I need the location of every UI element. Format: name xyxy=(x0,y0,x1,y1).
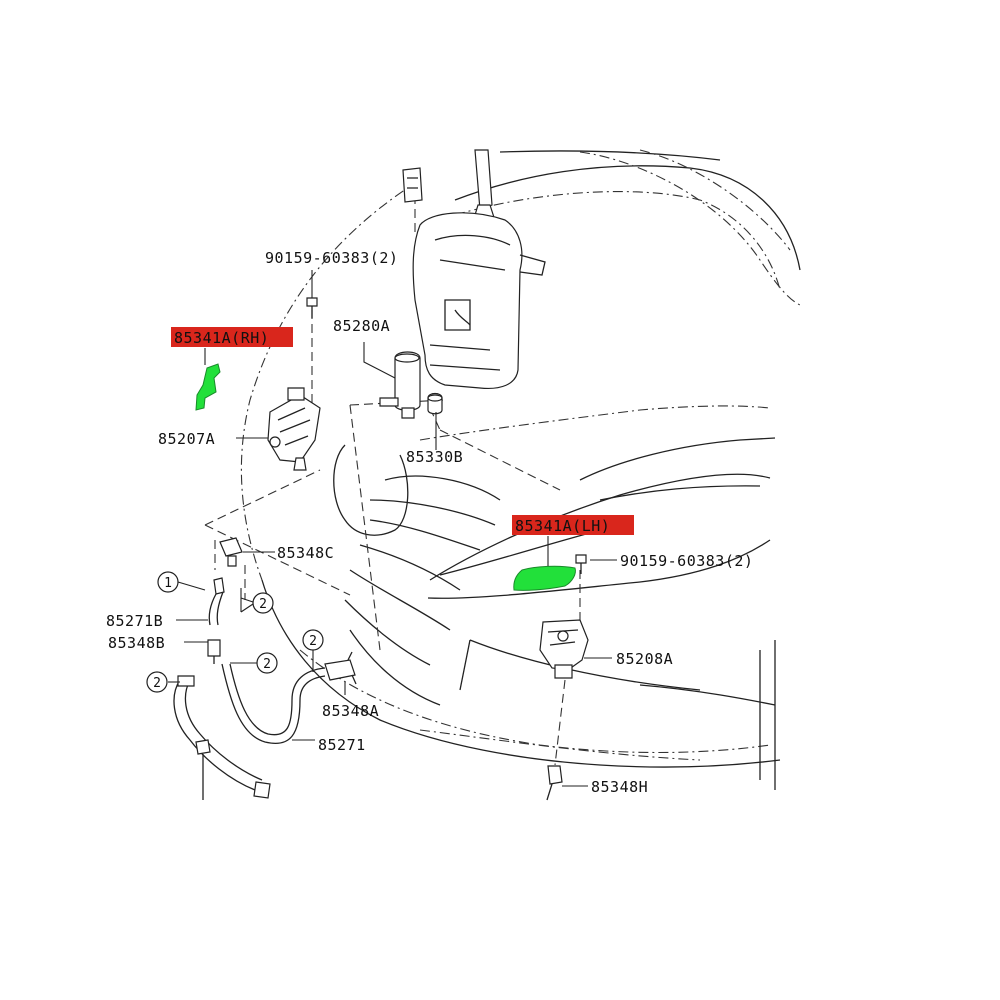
callout-2-lower-hose: 2 xyxy=(146,671,168,693)
label-joint-a: 85348A xyxy=(322,702,379,720)
leader-lines xyxy=(168,270,617,787)
svg-text:1: 1 xyxy=(164,576,172,591)
label-bolt-lh: 90159-60383(2) xyxy=(620,552,753,570)
cover-lh-highlight xyxy=(513,565,576,591)
bolt-rh xyxy=(306,297,318,318)
label-joint-c: 85348C xyxy=(277,544,334,562)
label-joint-b: 85348B xyxy=(108,634,165,652)
label-actuator-rh: 85207A xyxy=(158,430,215,448)
callout-2-hose: 2 xyxy=(256,652,278,674)
washer-tank xyxy=(402,149,546,390)
label-pump: 85280A xyxy=(333,317,390,335)
joint-h xyxy=(546,765,563,801)
label-hose: 85271 xyxy=(318,736,366,754)
svg-text:2: 2 xyxy=(309,634,317,649)
label-cover-rh: 85341A(RH) xyxy=(174,329,269,347)
washer-pump xyxy=(379,351,421,419)
assembly-frame-lines xyxy=(204,195,581,766)
svg-text:2: 2 xyxy=(259,597,267,612)
vehicle-body-outline xyxy=(240,149,801,790)
svg-text:2: 2 xyxy=(153,676,161,691)
label-grommet: 85330B xyxy=(406,448,463,466)
callout-2-hose-b: 2 xyxy=(252,592,274,614)
label-cover-lh-bg xyxy=(512,515,634,535)
cover-rh-highlight xyxy=(195,363,221,411)
grommet xyxy=(427,392,443,415)
bolt-lh xyxy=(575,554,587,574)
callout-1: 1 xyxy=(157,571,179,593)
label-cover-rh-bg xyxy=(171,327,293,347)
label-actuator-lh: 85208A xyxy=(616,650,673,668)
hose-assembly xyxy=(173,537,357,800)
label-bolt-top: 90159-60383(2) xyxy=(265,249,398,267)
label-cover-lh: 85341A(LH) xyxy=(515,517,610,535)
label-joint-h: 85348H xyxy=(591,778,648,796)
svg-text:2: 2 xyxy=(263,657,271,672)
actuator-lh xyxy=(539,619,589,679)
actuator-rh xyxy=(267,387,321,471)
callout-2-joint-a: 2 xyxy=(302,629,324,651)
label-hose-b: 85271B xyxy=(106,612,163,630)
